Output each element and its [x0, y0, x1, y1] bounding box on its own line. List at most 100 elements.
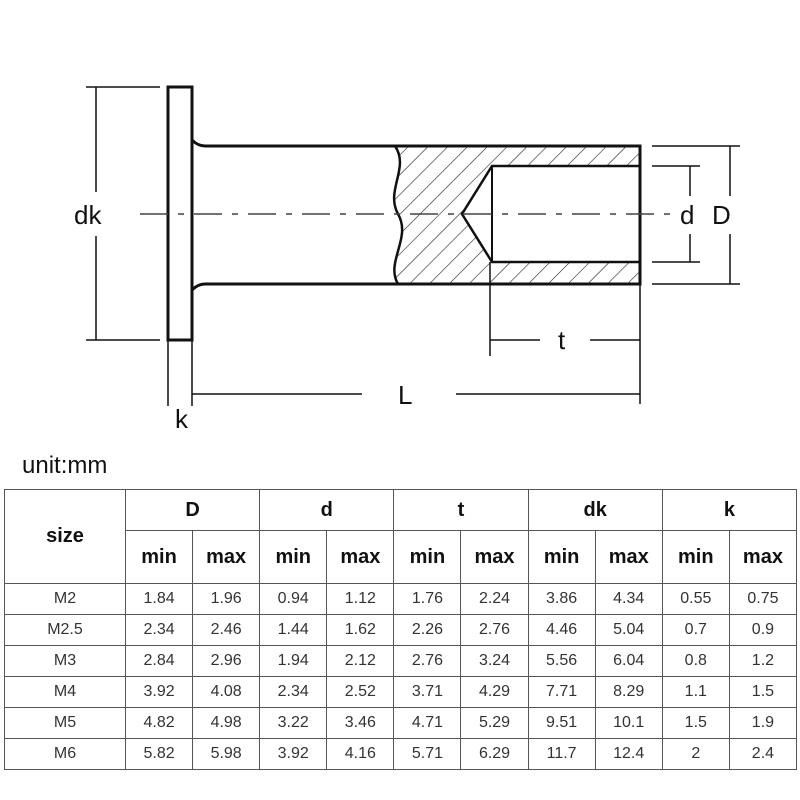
value-cell: 5.04 [594, 614, 663, 646]
value-cell: 5.82 [124, 738, 194, 770]
max-header: max [594, 530, 663, 584]
value-cell: 2.76 [393, 645, 462, 677]
value-cell: 2.4 [728, 738, 798, 770]
group-header: t [393, 489, 529, 531]
value-cell: 1.1 [661, 676, 730, 708]
d-label: d [680, 200, 694, 230]
value-cell: 8.29 [594, 676, 663, 708]
value-cell: 4.29 [460, 676, 529, 708]
value-cell: 1.5 [728, 676, 798, 708]
value-cell: 3.71 [393, 676, 462, 708]
value-cell: 3.92 [259, 738, 328, 770]
group-header: k [661, 489, 798, 531]
min-header: min [527, 530, 596, 584]
value-cell: 5.98 [192, 738, 261, 770]
group-header: d [259, 489, 395, 531]
value-cell: 3.24 [460, 645, 529, 677]
group-header: D [124, 489, 261, 531]
value-cell: 2.96 [192, 645, 261, 677]
value-cell: 11.7 [527, 738, 596, 770]
value-cell: 4.82 [124, 707, 194, 739]
max-header: max [192, 530, 261, 584]
value-cell: 7.71 [527, 676, 596, 708]
shank-outline [190, 138, 642, 292]
min-header: min [661, 530, 730, 584]
value-cell: 1.94 [259, 645, 328, 677]
value-cell: 0.8 [661, 645, 730, 677]
value-cell: 1.2 [728, 645, 798, 677]
max-header: max [326, 530, 395, 584]
value-cell: 2.84 [124, 645, 194, 677]
value-cell: 1.76 [393, 583, 462, 615]
value-cell: 0.75 [728, 583, 798, 615]
value-cell: 3.86 [527, 583, 596, 615]
value-cell: 2.24 [460, 583, 529, 615]
value-cell: 3.22 [259, 707, 328, 739]
value-cell: 4.71 [393, 707, 462, 739]
value-cell: 3.46 [326, 707, 395, 739]
size-cell: M2 [4, 583, 126, 615]
value-cell: 12.4 [594, 738, 663, 770]
subheader-row: min max min max min max min max min max [5, 530, 798, 584]
max-header: max [460, 530, 529, 584]
value-cell: 4.98 [192, 707, 261, 739]
k-label: k [175, 404, 189, 434]
size-cell: M3 [4, 645, 126, 677]
min-header: min [124, 530, 194, 584]
size-header: size [4, 489, 126, 584]
value-cell: 0.9 [728, 614, 798, 646]
value-cell: 1.9 [728, 707, 798, 739]
value-cell: 2.46 [192, 614, 261, 646]
value-cell: 2.26 [393, 614, 462, 646]
unit-label: unit:mm [22, 452, 108, 479]
min-header: min [259, 530, 328, 584]
size-cell: M4 [4, 676, 126, 708]
t-label: t [558, 325, 566, 355]
min-header: min [393, 530, 462, 584]
value-cell: 1.96 [192, 583, 261, 615]
value-cell: 6.04 [594, 645, 663, 677]
value-cell: 1.62 [326, 614, 395, 646]
value-cell: 4.16 [326, 738, 395, 770]
value-cell: 4.08 [192, 676, 261, 708]
group-header-row: size D d t dk k [4, 489, 798, 584]
value-cell: 1.12 [326, 583, 395, 615]
value-cell: 10.1 [594, 707, 663, 739]
size-cell: M5 [4, 707, 126, 739]
value-cell: 2.52 [326, 676, 395, 708]
dk-label: dk [74, 200, 102, 230]
size-cell: M2.5 [4, 614, 126, 646]
value-cell: 5.56 [527, 645, 596, 677]
value-cell: 4.34 [594, 583, 663, 615]
value-cell: 0.7 [661, 614, 730, 646]
value-cell: 1.5 [661, 707, 730, 739]
value-cell: 5.71 [393, 738, 462, 770]
value-cell: 2.34 [124, 614, 194, 646]
max-header: max [728, 530, 798, 584]
value-cell: 3.92 [124, 676, 194, 708]
value-cell: 2.76 [460, 614, 529, 646]
rivet-nut-drawing: dk D d t L k [74, 85, 740, 434]
D-label: D [712, 200, 731, 230]
value-cell: 4.46 [527, 614, 596, 646]
value-cell: 1.84 [124, 583, 194, 615]
dimension-table: size D d t dk k min max min max min max … [4, 489, 798, 770]
hatched-section [394, 146, 640, 284]
size-cell: M6 [4, 738, 126, 770]
value-cell: 1.44 [259, 614, 328, 646]
value-cell: 2.34 [259, 676, 328, 708]
value-cell: 6.29 [460, 738, 529, 770]
L-label: L [398, 380, 412, 410]
value-cell: 5.29 [460, 707, 529, 739]
internal-bore [460, 164, 640, 264]
value-cell: 0.55 [661, 583, 730, 615]
value-cell: 0.94 [259, 583, 328, 615]
value-cell: 9.51 [527, 707, 596, 739]
